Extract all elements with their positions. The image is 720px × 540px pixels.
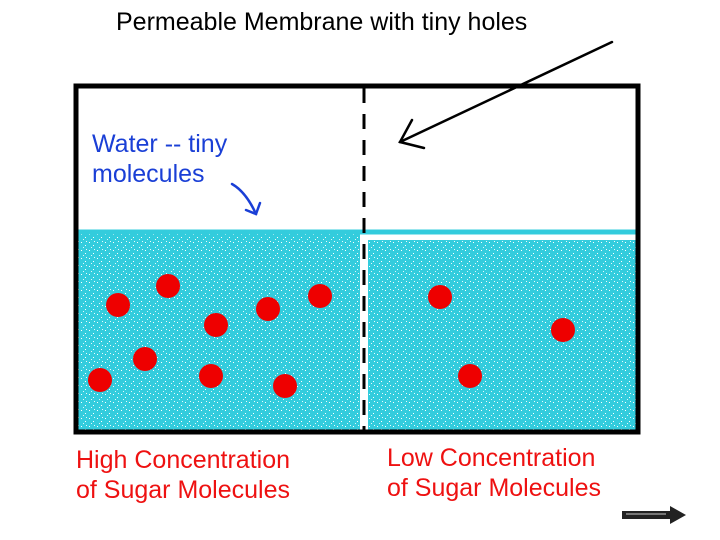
sugar-molecule (458, 364, 482, 388)
low-label-line2: of Sugar Molecules (387, 473, 602, 502)
low-concentration-molecules (428, 285, 575, 388)
right-arrow-icon (622, 506, 686, 524)
high-label-line1: High Concentration (76, 446, 291, 474)
water-pointer-arrow-icon (230, 182, 262, 216)
low-label-line1: Low Concentration (387, 444, 596, 472)
sugar-molecule (308, 284, 332, 308)
high-concentration-label: High Concentration of Sugar Molecules (76, 446, 290, 505)
sugar-molecule (133, 347, 157, 371)
sugar-molecule (551, 318, 575, 342)
sugar-molecule (199, 364, 223, 388)
membrane-title-label: Permeable Membrane with tiny holes (116, 8, 528, 36)
sugar-molecule (428, 285, 452, 309)
sugar-molecule (273, 374, 297, 398)
container-outline (73, 83, 641, 435)
water-label: Water -- tiny molecules (92, 130, 227, 189)
low-concentration-label: Low Concentration of Sugar Molecules (387, 444, 601, 503)
sugar-molecule (106, 293, 130, 317)
water-label-line2: molecules (92, 159, 205, 188)
water-label-line1: Water -- tiny (92, 130, 228, 158)
sugar-molecule (204, 313, 228, 337)
high-concentration-molecules (88, 274, 332, 398)
sugar-molecule (256, 297, 280, 321)
high-label-line2: of Sugar Molecules (76, 475, 291, 504)
water-body-right (368, 240, 636, 430)
membrane-pointer-arrow-icon (398, 40, 614, 150)
sugar-molecule (156, 274, 180, 298)
next-slide-button[interactable] (620, 505, 688, 525)
sugar-molecule (88, 368, 112, 392)
